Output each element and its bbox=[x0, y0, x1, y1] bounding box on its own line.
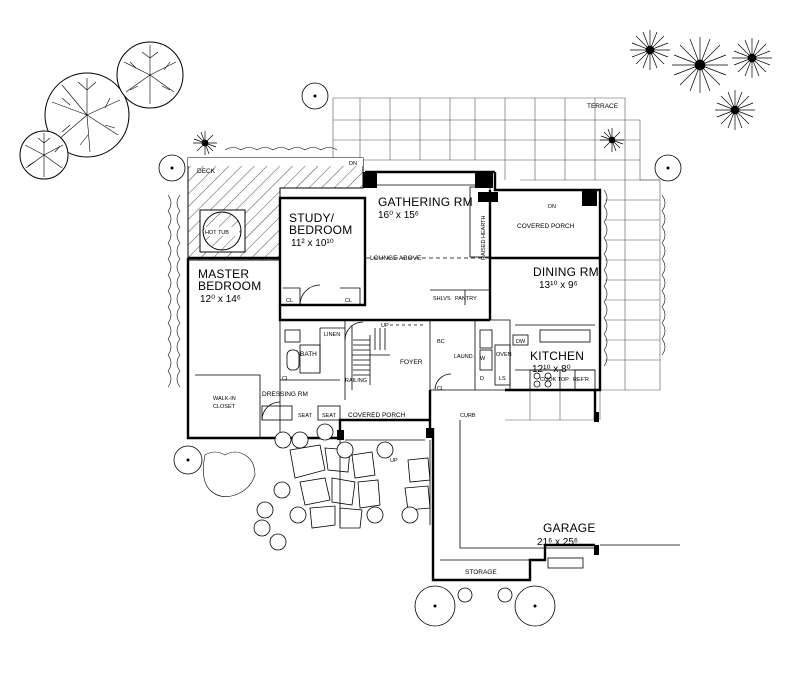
stairs: UP bbox=[353, 323, 389, 385]
railing-label: RAILING bbox=[345, 378, 367, 384]
room-labels: GATHERING RM 16⁰ x 15⁶ STUDY/ BEDROOM 11… bbox=[198, 195, 599, 548]
exterior-walls bbox=[186, 170, 602, 582]
walk-in-label: WALK-IN bbox=[213, 396, 236, 402]
shelves-label: SHLVS bbox=[433, 296, 451, 302]
foyer-label: FOYER bbox=[400, 359, 423, 366]
deck-label: DECK bbox=[197, 168, 216, 175]
storage-label: STORAGE bbox=[465, 569, 497, 576]
linen-label: LINEN bbox=[324, 332, 340, 338]
closet-label-3: CL bbox=[282, 376, 289, 382]
garage-name: GARAGE bbox=[543, 521, 596, 535]
stair-up-label: UP bbox=[381, 323, 389, 329]
doors-and-fixtures bbox=[261, 172, 599, 555]
front-up-label: UP bbox=[390, 458, 398, 464]
raised-hearth-label: RAISED HEARTH bbox=[481, 215, 487, 260]
laundry-label: LAUND. bbox=[454, 354, 475, 360]
oven-label: OVEN bbox=[496, 352, 512, 358]
tree-2 bbox=[116, 41, 184, 109]
closet-label-1: CL bbox=[286, 298, 293, 304]
bath-label: BATH bbox=[300, 351, 317, 358]
garage-dim: 21⁶ x 25⁶ bbox=[537, 537, 578, 548]
garage-details bbox=[339, 420, 680, 569]
hot-tub-label: HOT TUB bbox=[205, 230, 229, 236]
study-room-name: STUDY/ bbox=[289, 211, 335, 225]
tree-1 bbox=[44, 72, 130, 158]
large-trees bbox=[19, 41, 184, 180]
kitchen-dim: 12¹⁰ x 8⁰ bbox=[532, 364, 571, 375]
dining-room-name: DINING RM bbox=[533, 265, 599, 279]
cook-top-label: COOK TOP bbox=[540, 377, 569, 383]
deck: DECK HOT TUB DN bbox=[187, 157, 364, 261]
seat-label-2: SEAT bbox=[322, 413, 337, 419]
covered-porch-front-label: COVERED PORCH bbox=[348, 412, 406, 419]
dining-room-dim: 13¹⁰ x 9⁶ bbox=[539, 280, 578, 291]
gathering-room-dim: 16⁰ x 15⁶ bbox=[378, 210, 419, 221]
study-room-dim: 11² x 10¹⁰ bbox=[291, 238, 334, 249]
master-bedroom-name-2: BEDROOM bbox=[198, 279, 261, 293]
refrigerator-label: REF'R bbox=[573, 377, 589, 383]
master-bedroom-name: MASTER bbox=[198, 267, 249, 281]
hedge-plantings bbox=[167, 147, 666, 497]
ls-label: LS bbox=[499, 376, 506, 382]
deck-dn-label: DN bbox=[349, 161, 357, 167]
starburst-trees bbox=[193, 30, 772, 155]
master-bedroom-dim: 12⁰ x 14⁶ bbox=[200, 294, 241, 305]
small-round-trees bbox=[158, 82, 682, 627]
study-room-name-2: BEDROOM bbox=[289, 223, 352, 237]
annotation-labels: COVERED PORCH DN LOUNGE ABOVE RAISED HEA… bbox=[213, 204, 589, 576]
tree-3 bbox=[19, 130, 69, 180]
dryer-label: D bbox=[480, 376, 484, 382]
gathering-room-name: GATHERING RM bbox=[378, 195, 473, 209]
porch-dn-label: DN bbox=[548, 204, 556, 210]
terrace-label: TERRACE bbox=[587, 103, 619, 110]
covered-porch-rear-label: COVERED PORCH bbox=[517, 223, 575, 230]
seat-label-1: SEAT bbox=[298, 413, 313, 419]
closet-label: CLOSET bbox=[213, 404, 236, 410]
closet-label-2: CL bbox=[345, 298, 352, 304]
closet-label-4: CL bbox=[437, 386, 444, 392]
washer-label: W bbox=[480, 356, 486, 362]
pantry-label: PANTRY bbox=[455, 296, 477, 302]
curb-label: CURB bbox=[460, 413, 476, 419]
lounge-above-label: LOUNGE ABOVE bbox=[370, 255, 422, 262]
bc-label: BC bbox=[437, 339, 445, 345]
dressing-room-label: DRESSING RM bbox=[262, 391, 308, 398]
dishwasher-label: DW bbox=[516, 339, 526, 345]
kitchen-name: KITCHEN bbox=[530, 349, 584, 363]
